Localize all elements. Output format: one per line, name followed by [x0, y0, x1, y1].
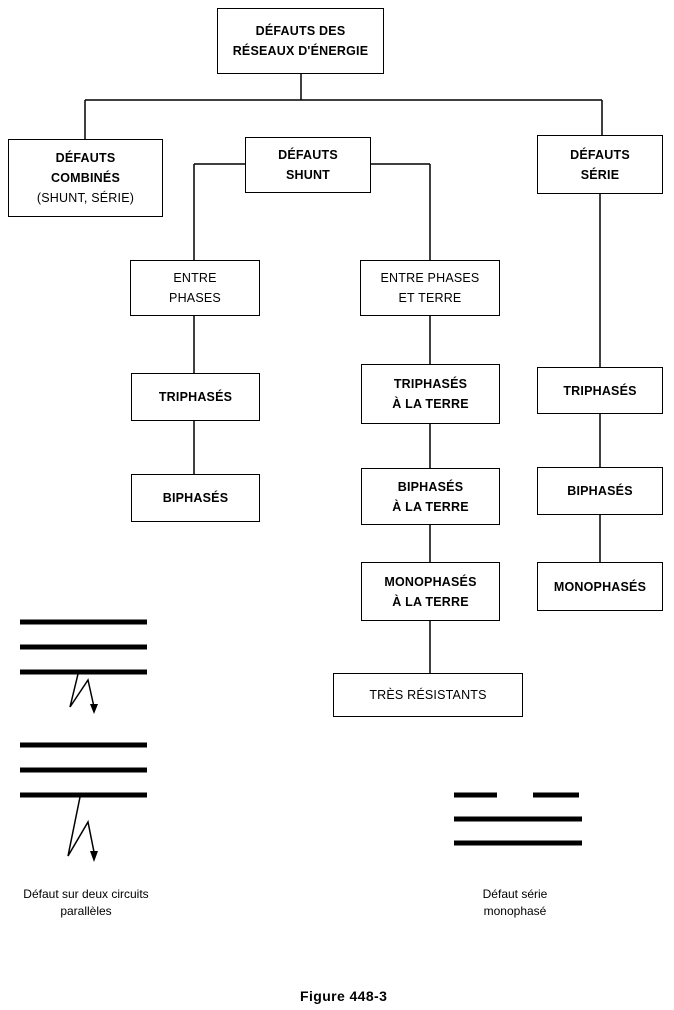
shunt-label-line2: SHUNT	[285, 168, 331, 182]
three-phase-earth-node: TRIPHASÉS À LA TERRE	[361, 364, 500, 424]
root-label-line1: DÉFAUTS DES	[255, 24, 346, 38]
single-phase-earth-node: MONOPHASÉS À LA TERRE	[361, 562, 500, 621]
three-phase-earth-line1: TRIPHASÉS	[393, 377, 468, 391]
series-caption-line2: monophasé	[483, 904, 547, 918]
series-two-phase-label: BIPHASÉS	[567, 484, 633, 498]
parallel-circuits-symbol	[20, 619, 147, 862]
two-phase-earth-node: BIPHASÉS À LA TERRE	[361, 468, 500, 525]
combined-label-line2: COMBINÉS	[51, 171, 120, 185]
single-phase-earth-line1: MONOPHASÉS	[384, 574, 477, 589]
phases-and-earth-node: ENTRE PHASES ET TERRE	[360, 260, 500, 316]
between-phases-line1: ENTRE	[173, 271, 217, 285]
figure-title: Figure 448-3	[300, 988, 388, 1004]
series-label-line2: SÉRIE	[580, 167, 620, 182]
series-fault-symbol	[454, 792, 582, 846]
series-caption-line1: Défaut série	[482, 887, 548, 901]
three-phase-earth-line2: À LA TERRE	[392, 397, 469, 411]
phases-earth-line2: ET TERRE	[398, 291, 462, 305]
two-phase-node: BIPHASÉS	[131, 474, 260, 522]
high-resistance-node: TRÈS RÉSISTANTS	[333, 673, 523, 717]
series-single-phase-label: MONOPHASÉS	[553, 579, 647, 594]
between-phases-node: ENTRE PHASES	[130, 260, 260, 316]
two-phase-earth-line1: BIPHASÉS	[397, 479, 464, 494]
single-phase-earth-line2: À LA TERRE	[392, 594, 469, 609]
series-single-phase-node: MONOPHASÉS	[537, 562, 663, 611]
shunt-faults-node: DÉFAUTS SHUNT	[245, 137, 371, 193]
two-phase-label: BIPHASÉS	[162, 491, 229, 505]
series-two-phase-node: BIPHASÉS	[537, 467, 663, 515]
root-label-line2: RÉSEAUX D'ÉNERGIE	[232, 44, 369, 58]
three-phase-label: TRIPHASÉS	[158, 390, 233, 404]
parallel-caption-line2: parallèles	[60, 904, 112, 918]
combined-faults-node: DÉFAUTS COMBINÉS (SHUNT, SÉRIE)	[8, 139, 163, 217]
phases-earth-line1: ENTRE PHASES	[380, 271, 480, 285]
series-faults-node: DÉFAUTS SÉRIE	[537, 135, 663, 194]
three-phase-node: TRIPHASÉS	[131, 373, 260, 421]
parallel-circuits-caption: Défaut sur deux circuits parallèles	[0, 886, 172, 920]
combined-label-line1: DÉFAUTS	[55, 151, 116, 165]
between-phases-line2: PHASES	[169, 291, 221, 305]
series-three-phase-label: TRIPHASÉS	[563, 383, 637, 398]
series-label-line1: DÉFAUTS	[570, 147, 630, 162]
high-resistance-label: TRÈS RÉSISTANTS	[369, 688, 487, 702]
two-phase-earth-line2: À LA TERRE	[392, 499, 469, 514]
series-three-phase-node: TRIPHASÉS	[537, 367, 663, 414]
shunt-label-line1: DÉFAUTS	[278, 148, 338, 162]
parallel-caption-line1: Défaut sur deux circuits	[23, 887, 149, 901]
root-node: DÉFAUTS DES RÉSEAUX D'ÉNERGIE	[217, 8, 384, 74]
series-fault-caption: Défaut série monophasé	[455, 886, 575, 920]
combined-label-line3: (SHUNT, SÉRIE)	[36, 191, 135, 205]
